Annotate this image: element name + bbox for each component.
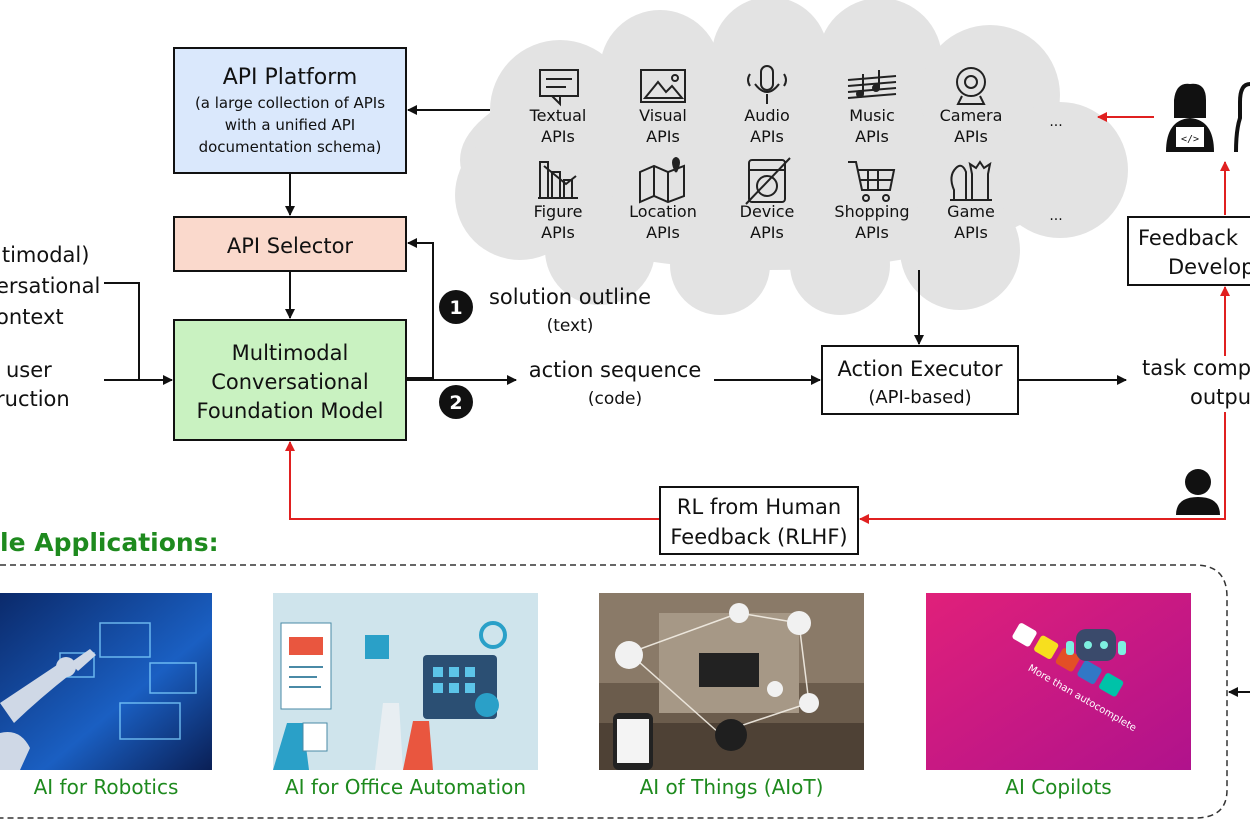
api-label-shopping-sub: APIs (855, 223, 889, 242)
line-context (104, 282, 140, 380)
api-cloud (455, 0, 1128, 315)
api-label-shopping: Shopping (834, 202, 909, 221)
badge-1-number: 1 (449, 297, 462, 319)
api-label-figure: Figure (534, 202, 583, 221)
camera-icon (956, 67, 986, 105)
api-label-visual: Visual (639, 106, 687, 125)
music-icon (847, 70, 897, 99)
caption-office-automation: AI for Office Automation (284, 775, 526, 799)
user-icon (1176, 469, 1220, 515)
api-label-audio: Audio (744, 106, 789, 125)
api-platform-title: API Platform (223, 65, 358, 90)
action-executor-title: Action Executor (838, 357, 1003, 381)
foundation-model-line1: Multimodal (232, 341, 349, 365)
api-label-camera-sub: APIs (954, 127, 988, 146)
api-selector-label: API Selector (227, 234, 354, 258)
svg-text:</>: </> (1181, 134, 1199, 145)
api-label-figure-sub: APIs (541, 223, 575, 242)
applications-container (0, 564, 1228, 819)
api-label-location-sub: APIs (646, 223, 680, 242)
action-executor-box (821, 345, 1019, 415)
api-label-textual: Textual (529, 106, 587, 125)
api-platform-line3: documentation schema) (199, 138, 382, 156)
feedback-developers-line1: Feedback (1138, 226, 1239, 250)
rlhf-line2: Feedback (RLHF) (670, 525, 847, 549)
figure-icon (538, 161, 578, 199)
input-context-line1: ltimodal) (0, 243, 89, 267)
textual-icon (539, 69, 579, 107)
badge-2 (439, 385, 473, 419)
api-platform-line2: with a unified API (225, 116, 355, 134)
input-instruction-line1: user (6, 358, 52, 382)
feedback-developers-box (1127, 216, 1250, 286)
foundation-model-line3: Foundation Model (197, 399, 384, 423)
caption-aiot: AI of Things (AIoT) (639, 775, 824, 799)
api-label-visual-sub: APIs (646, 127, 680, 146)
audio-icon (747, 65, 787, 104)
solution-outline-label: solution outline (489, 285, 651, 309)
api-label-location: Location (629, 202, 697, 221)
api-selector-box (173, 216, 407, 272)
badge-1 (439, 290, 473, 324)
copilot-robot-icon (1066, 629, 1126, 661)
input-context-line2: ersational (0, 274, 100, 298)
robotics-image (0, 593, 212, 770)
copilots-image: More than autocomplete (926, 593, 1191, 770)
task-output-line2: outpu (1190, 385, 1250, 409)
device-icon (745, 157, 791, 205)
api-label-music: Music (849, 106, 895, 125)
visual-icon (640, 69, 686, 103)
api-platform-line1: (a large collection of APIs (195, 94, 385, 112)
api-label-game-sub: APIs (954, 223, 988, 242)
api-label-textual-sub: APIs (541, 127, 575, 146)
api-label-device: Device (740, 202, 795, 221)
developer-icon: </> (1166, 83, 1214, 152)
solution-outline-sub: (text) (547, 316, 594, 336)
api-platform-box (173, 47, 407, 174)
caption-copilots: AI Copilots (1005, 775, 1112, 799)
api-label-device-sub: APIs (750, 223, 784, 242)
action-sequence-label: action sequence (529, 358, 702, 382)
aiot-image (599, 593, 864, 770)
ellipsis-bottom: ... (1049, 208, 1062, 224)
feedback-developers-line2: Develop (1168, 255, 1250, 279)
arrow-rlhf-to-model (285, 441, 660, 520)
location-icon (639, 156, 685, 204)
applications-title: le Applications: (0, 528, 219, 557)
office-automation-image (273, 593, 538, 770)
developer-icon-2 (1234, 82, 1250, 153)
ellipsis-top: ... (1049, 114, 1062, 130)
rlhf-line1: RL from Human (677, 495, 841, 519)
action-sequence-sub: (code) (588, 389, 642, 409)
action-executor-sub: (API-based) (868, 387, 971, 408)
api-label-music-sub: APIs (855, 127, 889, 146)
api-label-game: Game (947, 202, 995, 221)
input-instruction-line2: ruction (0, 387, 70, 411)
task-output-line1: task comp (1142, 356, 1250, 380)
foundation-model-box (173, 319, 407, 441)
rlhf-box (659, 486, 859, 555)
game-icon (950, 160, 992, 201)
api-label-audio-sub: APIs (750, 127, 784, 146)
caption-robotics: AI for Robotics (33, 775, 179, 799)
arrow-output-to-rlhf (859, 412, 1226, 524)
input-context-line3: ontext (0, 305, 64, 329)
foundation-model-line2: Conversational (211, 370, 369, 394)
arrow-solution-outline (406, 238, 434, 379)
badge-2-number: 2 (449, 392, 462, 414)
api-label-camera: Camera (940, 106, 1003, 125)
shopping-icon (848, 161, 896, 202)
